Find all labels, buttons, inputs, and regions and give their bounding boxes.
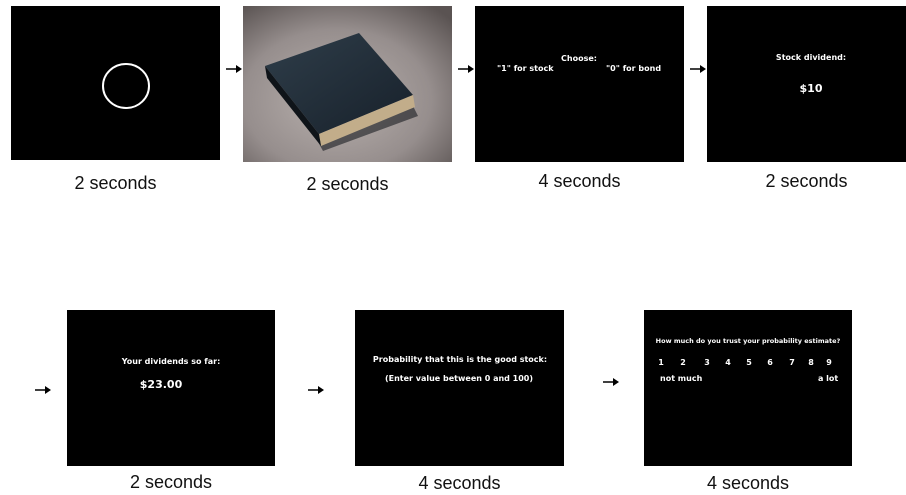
stock-dividend-screen: Stock dividend: $10 <box>707 6 906 162</box>
fixation-circle-icon <box>102 63 150 109</box>
arrow-icon <box>458 65 474 73</box>
scale-value: 7 <box>789 358 795 367</box>
scale-value: 9 <box>826 358 832 367</box>
probability-instruction: (Enter value between 0 and 100) <box>384 374 534 383</box>
choice-screen: Choose: "1" for stock "0" for bond <box>475 6 684 162</box>
scale-value: 6 <box>767 358 773 367</box>
scale-value: 3 <box>704 358 710 367</box>
arrow-icon <box>226 65 242 73</box>
duration-caption-6: 4 seconds <box>418 473 501 493</box>
probability-prompt: Probability that this is the good stock: <box>372 355 548 364</box>
confidence-question: How much do you trust your probability e… <box>655 337 841 345</box>
scale-low-label: not much <box>660 374 703 383</box>
stock-dividend-amount: $10 <box>799 82 823 95</box>
confidence-scale: 1 2 3 4 5 6 7 8 9 <box>644 358 852 370</box>
scale-value: 2 <box>680 358 686 367</box>
confidence-screen: How much do you trust your probability e… <box>644 310 852 466</box>
probability-screen: Probability that this is the good stock:… <box>355 310 564 466</box>
arrow-icon <box>308 386 324 394</box>
arrow-icon <box>690 65 706 73</box>
fixation-screen <box>11 6 220 160</box>
arrow-icon <box>35 386 51 394</box>
bond-option-label: "0" for bond <box>606 64 662 73</box>
duration-caption-3: 4 seconds <box>538 171 621 191</box>
book-image-screen <box>243 6 452 162</box>
duration-caption-1: 2 seconds <box>74 173 157 193</box>
book-image <box>243 6 452 162</box>
duration-caption-5: 2 seconds <box>129 472 213 492</box>
scale-value: 8 <box>808 358 814 367</box>
scale-value: 5 <box>746 358 752 367</box>
duration-caption-7: 4 seconds <box>706 473 790 493</box>
scale-high-label: a lot <box>818 374 839 383</box>
choose-label: Choose: <box>561 54 597 63</box>
stock-option-label: "1" for stock <box>497 64 554 73</box>
arrow-icon <box>603 378 619 386</box>
total-dividends-screen: Your dividends so far: $23.00 <box>67 310 275 466</box>
scale-value: 1 <box>658 358 664 367</box>
total-dividends-title: Your dividends so far: <box>121 357 221 366</box>
stock-dividend-title: Stock dividend: <box>775 53 847 62</box>
duration-caption-2: 2 seconds <box>306 174 389 194</box>
total-dividends-amount: $23.00 <box>139 378 183 391</box>
duration-caption-4: 2 seconds <box>765 171 848 191</box>
scale-value: 4 <box>725 358 731 367</box>
